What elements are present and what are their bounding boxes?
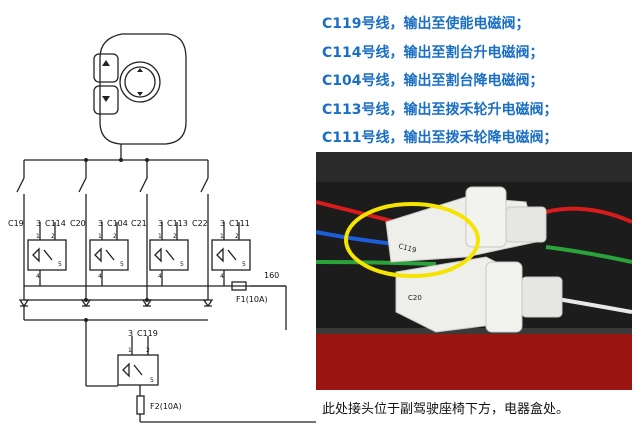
pin-label: 2: [113, 233, 117, 240]
wire-label-c22: C22: [192, 219, 208, 228]
relay-1: [27, 239, 67, 271]
pin-label: 4: [158, 273, 162, 280]
wire-label-c21: C21: [131, 219, 147, 228]
pin-label: 5: [150, 377, 154, 384]
pin-label: 2: [146, 347, 150, 354]
relay-3-pin: 3: [158, 219, 163, 228]
note-c111: C111号线，输出至拨禾轮降电磁阀；: [322, 130, 558, 146]
note-c119: C119号线，输出至使能电磁阀；: [322, 16, 530, 32]
fuse-f2: [136, 395, 145, 415]
note-c114: C114号线，输出至割台升电磁阀；: [322, 44, 544, 61]
connector-upper: [385, 186, 547, 263]
wiring-diagram: C19 C20 C21 C22 3 C114 3 C104 3 C113 3 C…: [8, 33, 316, 423]
pin-label: 1: [128, 347, 132, 354]
relay-3-wire: C113: [167, 219, 188, 228]
wire-label-c19: C19: [8, 219, 24, 228]
relay-2-pin: 3: [98, 219, 103, 228]
pin-label: 2: [235, 233, 239, 240]
wire-label-c20: C20: [70, 219, 86, 228]
pin-label: 2: [173, 233, 177, 240]
pin-label: 4: [36, 273, 40, 280]
relay-4-pin: 3: [220, 219, 225, 228]
pin-label: 1: [158, 233, 162, 240]
pin-label: 5: [180, 261, 184, 268]
relay-2-wire: C104: [107, 219, 128, 228]
pin-label: 1: [36, 233, 40, 240]
relay-bottom: [117, 354, 159, 386]
fuse-f1: [231, 281, 247, 291]
pin-label: 5: [58, 261, 62, 268]
relay-bottom-pin: 3: [128, 329, 133, 338]
relay-4: [211, 239, 251, 271]
pin-label: 1: [98, 233, 102, 240]
relay-4-wire: C111: [229, 219, 250, 228]
handle-switch-body: [99, 33, 187, 145]
note-c113: C113号线，输出至拨禾轮升电磁阀；: [322, 101, 558, 118]
handle-dial: [119, 61, 161, 103]
relay-2: [89, 239, 129, 271]
photo-caption: 此处接头位于副驾驶座椅下方，电器盒处。: [322, 402, 570, 417]
connector-photo: C119 C20: [316, 152, 632, 390]
handle-button-up: [93, 53, 119, 83]
pin-label: 2: [51, 233, 55, 240]
pin-label: 1: [220, 233, 224, 240]
relay-1-pin: 3: [36, 219, 41, 228]
connector-label-c20: C20: [408, 294, 422, 302]
wire-notes: C119号线，输出至使能电磁阀； C114号线，输出至割台升电磁阀； C104号…: [322, 10, 632, 153]
relay-bottom-wire: C119: [137, 329, 158, 338]
pin-label: 4: [98, 273, 102, 280]
wire-160-label: 160: [264, 271, 279, 280]
note-c104: C104号线，输出至割台降电磁阀；: [322, 73, 544, 89]
fuse-f2-label: F2(10A): [150, 402, 182, 411]
highlight-circle: [344, 202, 480, 278]
pin-label: 4: [220, 273, 224, 280]
handle-button-down: [93, 85, 119, 115]
fuse-f1-label: F1(10A): [236, 295, 268, 304]
pin-label: 5: [242, 261, 246, 268]
relay-1-wire: C114: [45, 219, 66, 228]
pin-label: 5: [120, 261, 124, 268]
relay-3: [149, 239, 189, 271]
